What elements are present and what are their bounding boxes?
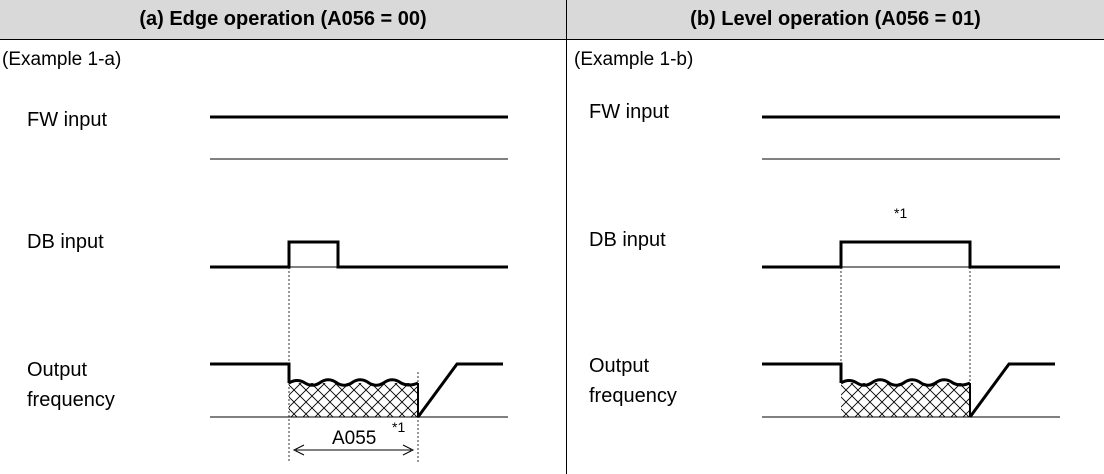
panel-a-db-label: DB input <box>27 231 104 253</box>
panel-a-header: (a) Edge operation (A056 = 00) <box>0 0 566 40</box>
panel-a-a055-interval-arrow <box>292 444 415 456</box>
panel-b-output-label-line1: Output <box>589 355 650 377</box>
panel-a-output-frequency-signal <box>210 362 508 418</box>
panel-b-guide-lines <box>840 267 971 383</box>
panel-a-db-signal <box>210 240 508 269</box>
panel-a-example-label: (Example 1-a) <box>2 49 122 70</box>
panel-divider <box>566 0 567 474</box>
panel-a-note-mark: *1 <box>392 419 405 435</box>
panel-a-output-label-line2: frequency <box>27 389 115 411</box>
panel-b-output-label-line2: frequency <box>589 385 677 407</box>
panel-b-fw-label: FW input <box>589 101 670 123</box>
panel-a-fw-label: FW input <box>27 109 108 131</box>
panel-b-example-label: (Example 1-b) <box>574 49 694 70</box>
panel-a-output-label-line1: Output <box>27 359 88 381</box>
panel-a-interval-label: A055 <box>332 428 376 449</box>
panel-b-header: (b) Level operation (A056 = 01) <box>567 0 1104 40</box>
panel-b-db-signal <box>762 240 1060 269</box>
panel-a-fw-signal <box>210 115 508 160</box>
panel-b-note-mark: *1 <box>894 205 907 221</box>
panel-b-output-frequency-signal <box>762 362 1060 418</box>
panel-b-fw-signal <box>762 115 1060 160</box>
panel-b-db-label: DB input <box>589 229 666 251</box>
